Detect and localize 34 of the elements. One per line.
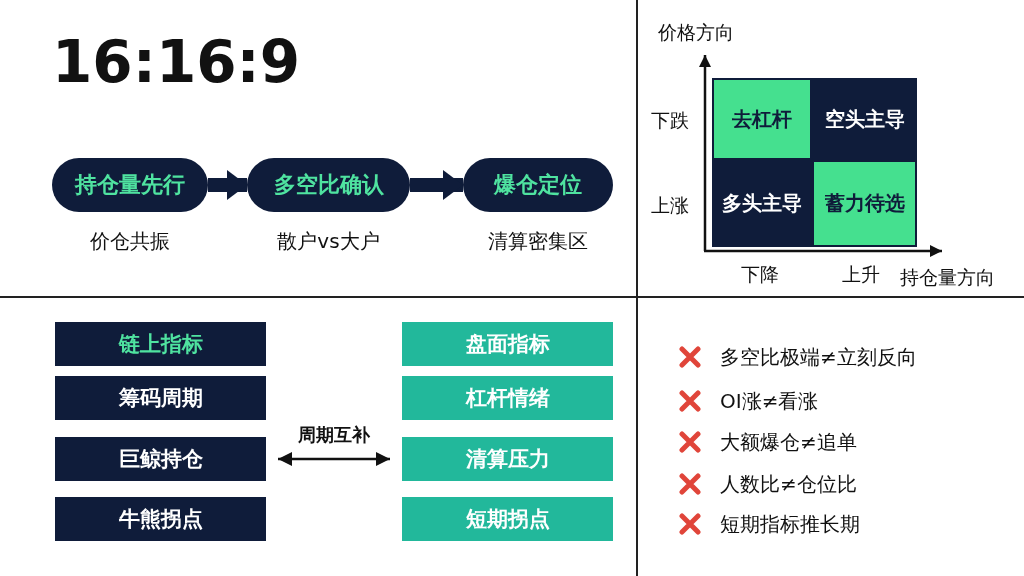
indicator-box: 牛熊拐点 <box>55 497 266 541</box>
caption-text: 散户vs大户 <box>276 228 381 255</box>
arrow <box>278 452 390 466</box>
note-text: OI涨≠看涨 <box>720 388 819 415</box>
axis-label: 上涨 <box>651 193 689 218</box>
quadrant-cell: 蓄力待选 <box>812 160 917 247</box>
caption-text: 价仓共振 <box>89 228 171 255</box>
indicator-box: 链上指标 <box>55 322 266 366</box>
axis-label: 价格方向 <box>658 20 734 45</box>
indicator-box: 筹码周期 <box>55 376 266 420</box>
axis-label: 上升 <box>842 262 880 287</box>
process-pill: 多空比确认 <box>247 158 410 212</box>
arrow <box>208 170 247 200</box>
edge-label: 周期互补 <box>295 423 373 447</box>
process-pill: 持仓量先行 <box>52 158 208 212</box>
axis-label: 下降 <box>741 262 779 287</box>
axis-label: 下跌 <box>651 108 689 133</box>
indicator-box: 清算压力 <box>402 437 613 481</box>
indicator-box: 巨鲸持仓 <box>55 437 266 481</box>
note-text: 人数比≠仓位比 <box>720 471 857 498</box>
arrow <box>410 170 463 200</box>
note-text: 短期指标推长期 <box>720 511 860 538</box>
note-text: 大额爆仓≠追单 <box>720 429 857 456</box>
axis-label: 持仓量方向 <box>900 265 995 290</box>
quadrant-cell: 多头主导 <box>712 160 812 247</box>
quadrant-cell: 空头主导 <box>812 78 917 160</box>
quadrant-cell: 去杠杆 <box>712 78 812 160</box>
note-text: 多空比极端≠立刻反向 <box>720 344 917 371</box>
indicator-box: 短期拐点 <box>402 497 613 541</box>
caption-text: 清算密集区 <box>487 228 589 255</box>
indicator-box: 杠杆情绪 <box>402 376 613 420</box>
indicator-box: 盘面指标 <box>402 322 613 366</box>
process-pill: 爆仓定位 <box>463 158 613 212</box>
title: 16:16:9 <box>52 28 301 96</box>
